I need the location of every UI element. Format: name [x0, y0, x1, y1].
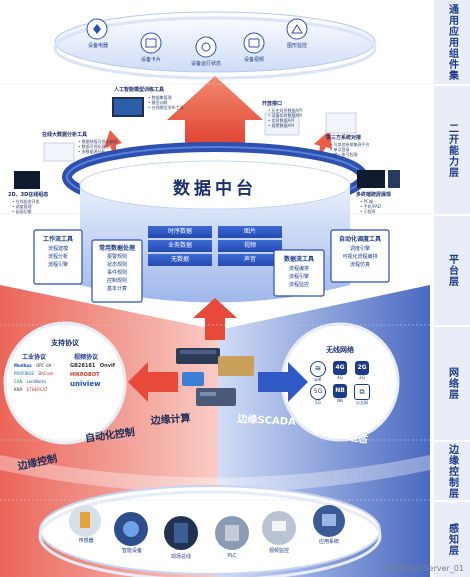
auto-tool-title: 自动化调度工具: [338, 236, 381, 243]
edge-label: 边缘计算: [150, 413, 191, 427]
capability-list-dev-port: • 历史时序数据API• 设备实时数据API• 实时数据API• 报警数据API: [268, 108, 302, 128]
profibus-logo: PROFIBUS: [14, 371, 35, 376]
platform-top: [79, 160, 351, 210]
industrial-protocols-title: 工业协议: [22, 354, 47, 361]
protocols-title: 支持协议: [51, 339, 79, 347]
wireless-item: 2G 2G: [352, 361, 372, 382]
capability-title-editor: 2D、3D在线组态: [8, 192, 49, 198]
platform-cell: 业务数据: [167, 242, 192, 249]
2g-icon: 2G: [355, 361, 369, 375]
top-component-label: 设备卡片: [140, 57, 161, 63]
rules-tool-title: 常用数据处理: [98, 245, 135, 252]
capability-title-ai: 人工智能模型训练工具: [114, 87, 165, 93]
modbus-logo: Modbus: [14, 363, 32, 368]
can-logo: CAN: [14, 379, 23, 384]
layer-label-dev-capabilities: 二开能力层: [434, 86, 470, 214]
platform-title: 数据中台: [173, 179, 257, 199]
sensing-label: 应用系统: [318, 539, 339, 545]
capability-list-terminal: • PC端• 手机/PAD• 小程序: [360, 199, 381, 214]
platform-cell: 无数据: [170, 256, 189, 263]
edge-label: 边缘SCADA: [237, 413, 297, 429]
capability-list-third-party: • 与其他系统集成平台• 单点登录• 统一账号权限: [330, 142, 370, 157]
left-up-arrow: [104, 130, 122, 160]
layer-label-edge-control: 边缘控制层: [434, 442, 470, 500]
flow-tool-items: 流程编排流程引擎流程监控: [288, 266, 309, 288]
ethercat-logo: ETHERCAT: [26, 387, 48, 392]
watermark: CSDN @CServer_01: [384, 564, 464, 573]
4g-icon: 4G: [333, 361, 347, 375]
workflow-tool-title: 工作流工具: [42, 236, 73, 243]
edge-band: [0, 455, 430, 493]
platform-tool-cards: [33, 229, 390, 303]
5g-icon: 5G: [310, 384, 326, 400]
hikrobot-logo: HIKROBOT: [70, 372, 100, 378]
top-component-icons: [86, 18, 308, 58]
top-component-label: 图形监控: [286, 43, 307, 49]
top-component-label: 设备视频: [243, 57, 264, 63]
sensing-label: 传感器: [78, 538, 94, 544]
capability-title-terminal: 多终端跨屏展现: [356, 192, 392, 198]
network-up-arrow: [193, 298, 237, 340]
lonworks-logo: LonWorks: [26, 379, 47, 384]
wireless-item: 5G 5G: [308, 384, 328, 406]
video-protocols-title: 视频协议: [74, 354, 99, 361]
capability-list-ai: • 数据集管理• 模型训练• 在线模型发布工具: [148, 95, 184, 110]
right-network-arrow: [258, 362, 308, 402]
platform-cell: 视频: [243, 242, 256, 249]
opcua-logo: OPC UA: [35, 363, 52, 368]
capability-screenshots: [14, 97, 400, 189]
layer-label-app-components: 通用应用组件集: [434, 0, 470, 84]
sensing-disk-rim: [38, 490, 382, 577]
capability-title-online-data: 在线大数据分析工具: [42, 132, 88, 138]
uniview-logo: uniview: [70, 380, 101, 388]
knx-logo: KNX: [14, 387, 23, 392]
sensing-device-icons: [69, 505, 345, 550]
sensing-label: 智能设备: [121, 548, 142, 554]
wireless-item: ⧉ 以太网: [352, 384, 372, 406]
capability-title-third-party: 第三方系统对接: [326, 135, 362, 141]
center-up-arrow: [167, 76, 263, 150]
gateway-device: [176, 348, 254, 406]
capability-title-dev-port: 开放接口: [262, 101, 283, 107]
sensing-label: 现场总线: [170, 554, 191, 560]
workflow-tool-items: 流程建模流程分析流程引擎: [47, 246, 68, 268]
auto-tool-items: 调度引擎可视化流程编排流程仿真: [342, 246, 378, 268]
onvif-logo: Onvif: [99, 363, 115, 369]
wireless-item: ≋ wifi: [308, 361, 328, 382]
wifi-icon: ≋: [310, 361, 326, 377]
rules-tool-items: 报警规则状态规则事件规则控制规则基本计算: [106, 254, 127, 292]
capability-list-editor: • 在线组态开发• 调度管理• 画面切换: [12, 199, 40, 214]
platform-cell: 声音: [243, 256, 256, 263]
video-protocol-logos: GB28181 Onvif HIKROBOT uniview: [70, 362, 122, 390]
top-component-label: 设备电器: [87, 43, 108, 49]
nb-icon: NB: [333, 384, 347, 398]
gb28181-logo: GB28181: [70, 363, 96, 369]
right-up-arrow: [314, 130, 332, 160]
layer-separators: [0, 83, 432, 501]
wireless-title: 无线网络: [326, 346, 354, 354]
capability-list-online-data: • 数据快报可视化编辑• 数据可视化展示• 多数据源分析: [78, 139, 118, 154]
bacnet-logo: BACnet: [38, 371, 54, 376]
wireless-items: ≋ wifi 4G 4G 2G 2G 5G 5G NB NB ⧉ 以太网: [298, 360, 382, 407]
industrial-protocol-logos: Modbus OPC UA PROFIBUS BACnet CAN LonWor…: [14, 362, 70, 394]
sensing-label: PLC: [227, 553, 237, 559]
platform-cell: 图片: [243, 228, 256, 235]
sensing-label: 视频监控: [268, 548, 289, 554]
layer-label-sensing: 感知层: [434, 502, 470, 577]
protocol-circle: [3, 321, 127, 445]
left-network-arrow: [128, 362, 178, 402]
layer-label-platform: 平台层: [434, 216, 470, 325]
ethernet-icon: ⧉: [354, 384, 370, 400]
top-component-label: 设备运行状态: [190, 61, 221, 67]
wireless-item: 4G 4G: [330, 361, 350, 382]
platform-cells-bg: [148, 226, 282, 266]
platform-cell: 时序数据: [167, 228, 192, 235]
layer-label-network: 网络层: [434, 327, 470, 440]
wireless-item: NB NB: [330, 384, 350, 406]
flow-tool-title: 数据流工具: [283, 256, 314, 263]
